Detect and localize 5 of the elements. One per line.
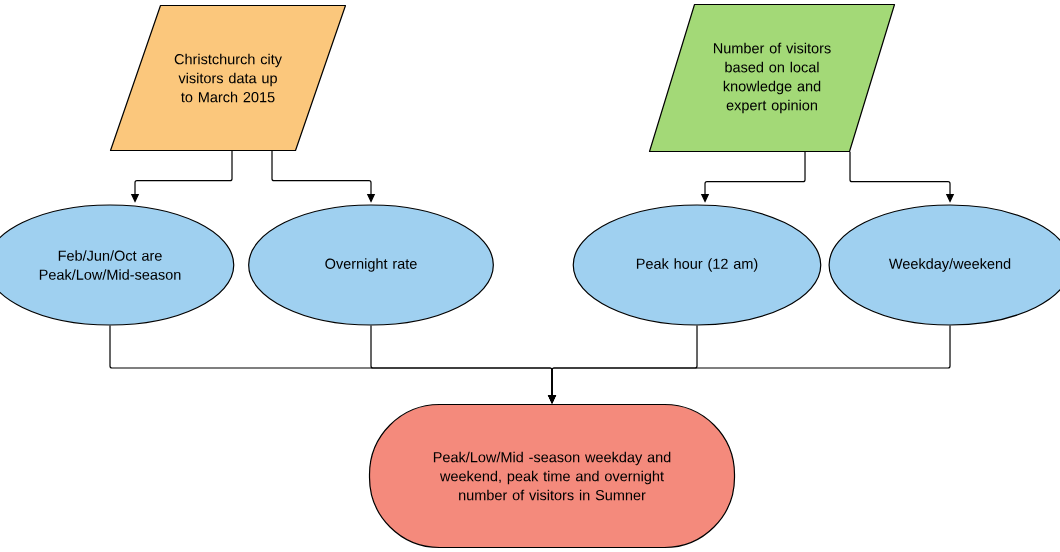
arrow <box>849 151 955 203</box>
result-terminal: Peak/Low/Mid -season weekday and weekend, peak time and overnight number of visitors in Sumner <box>368 403 736 549</box>
data-parallelogram: Christchurch city visitors data up to March 2015 <box>109 4 347 152</box>
arrow <box>271 150 376 203</box>
data-parallelogram: Number of visitors based on local knowledge and expert opinion <box>648 3 896 153</box>
